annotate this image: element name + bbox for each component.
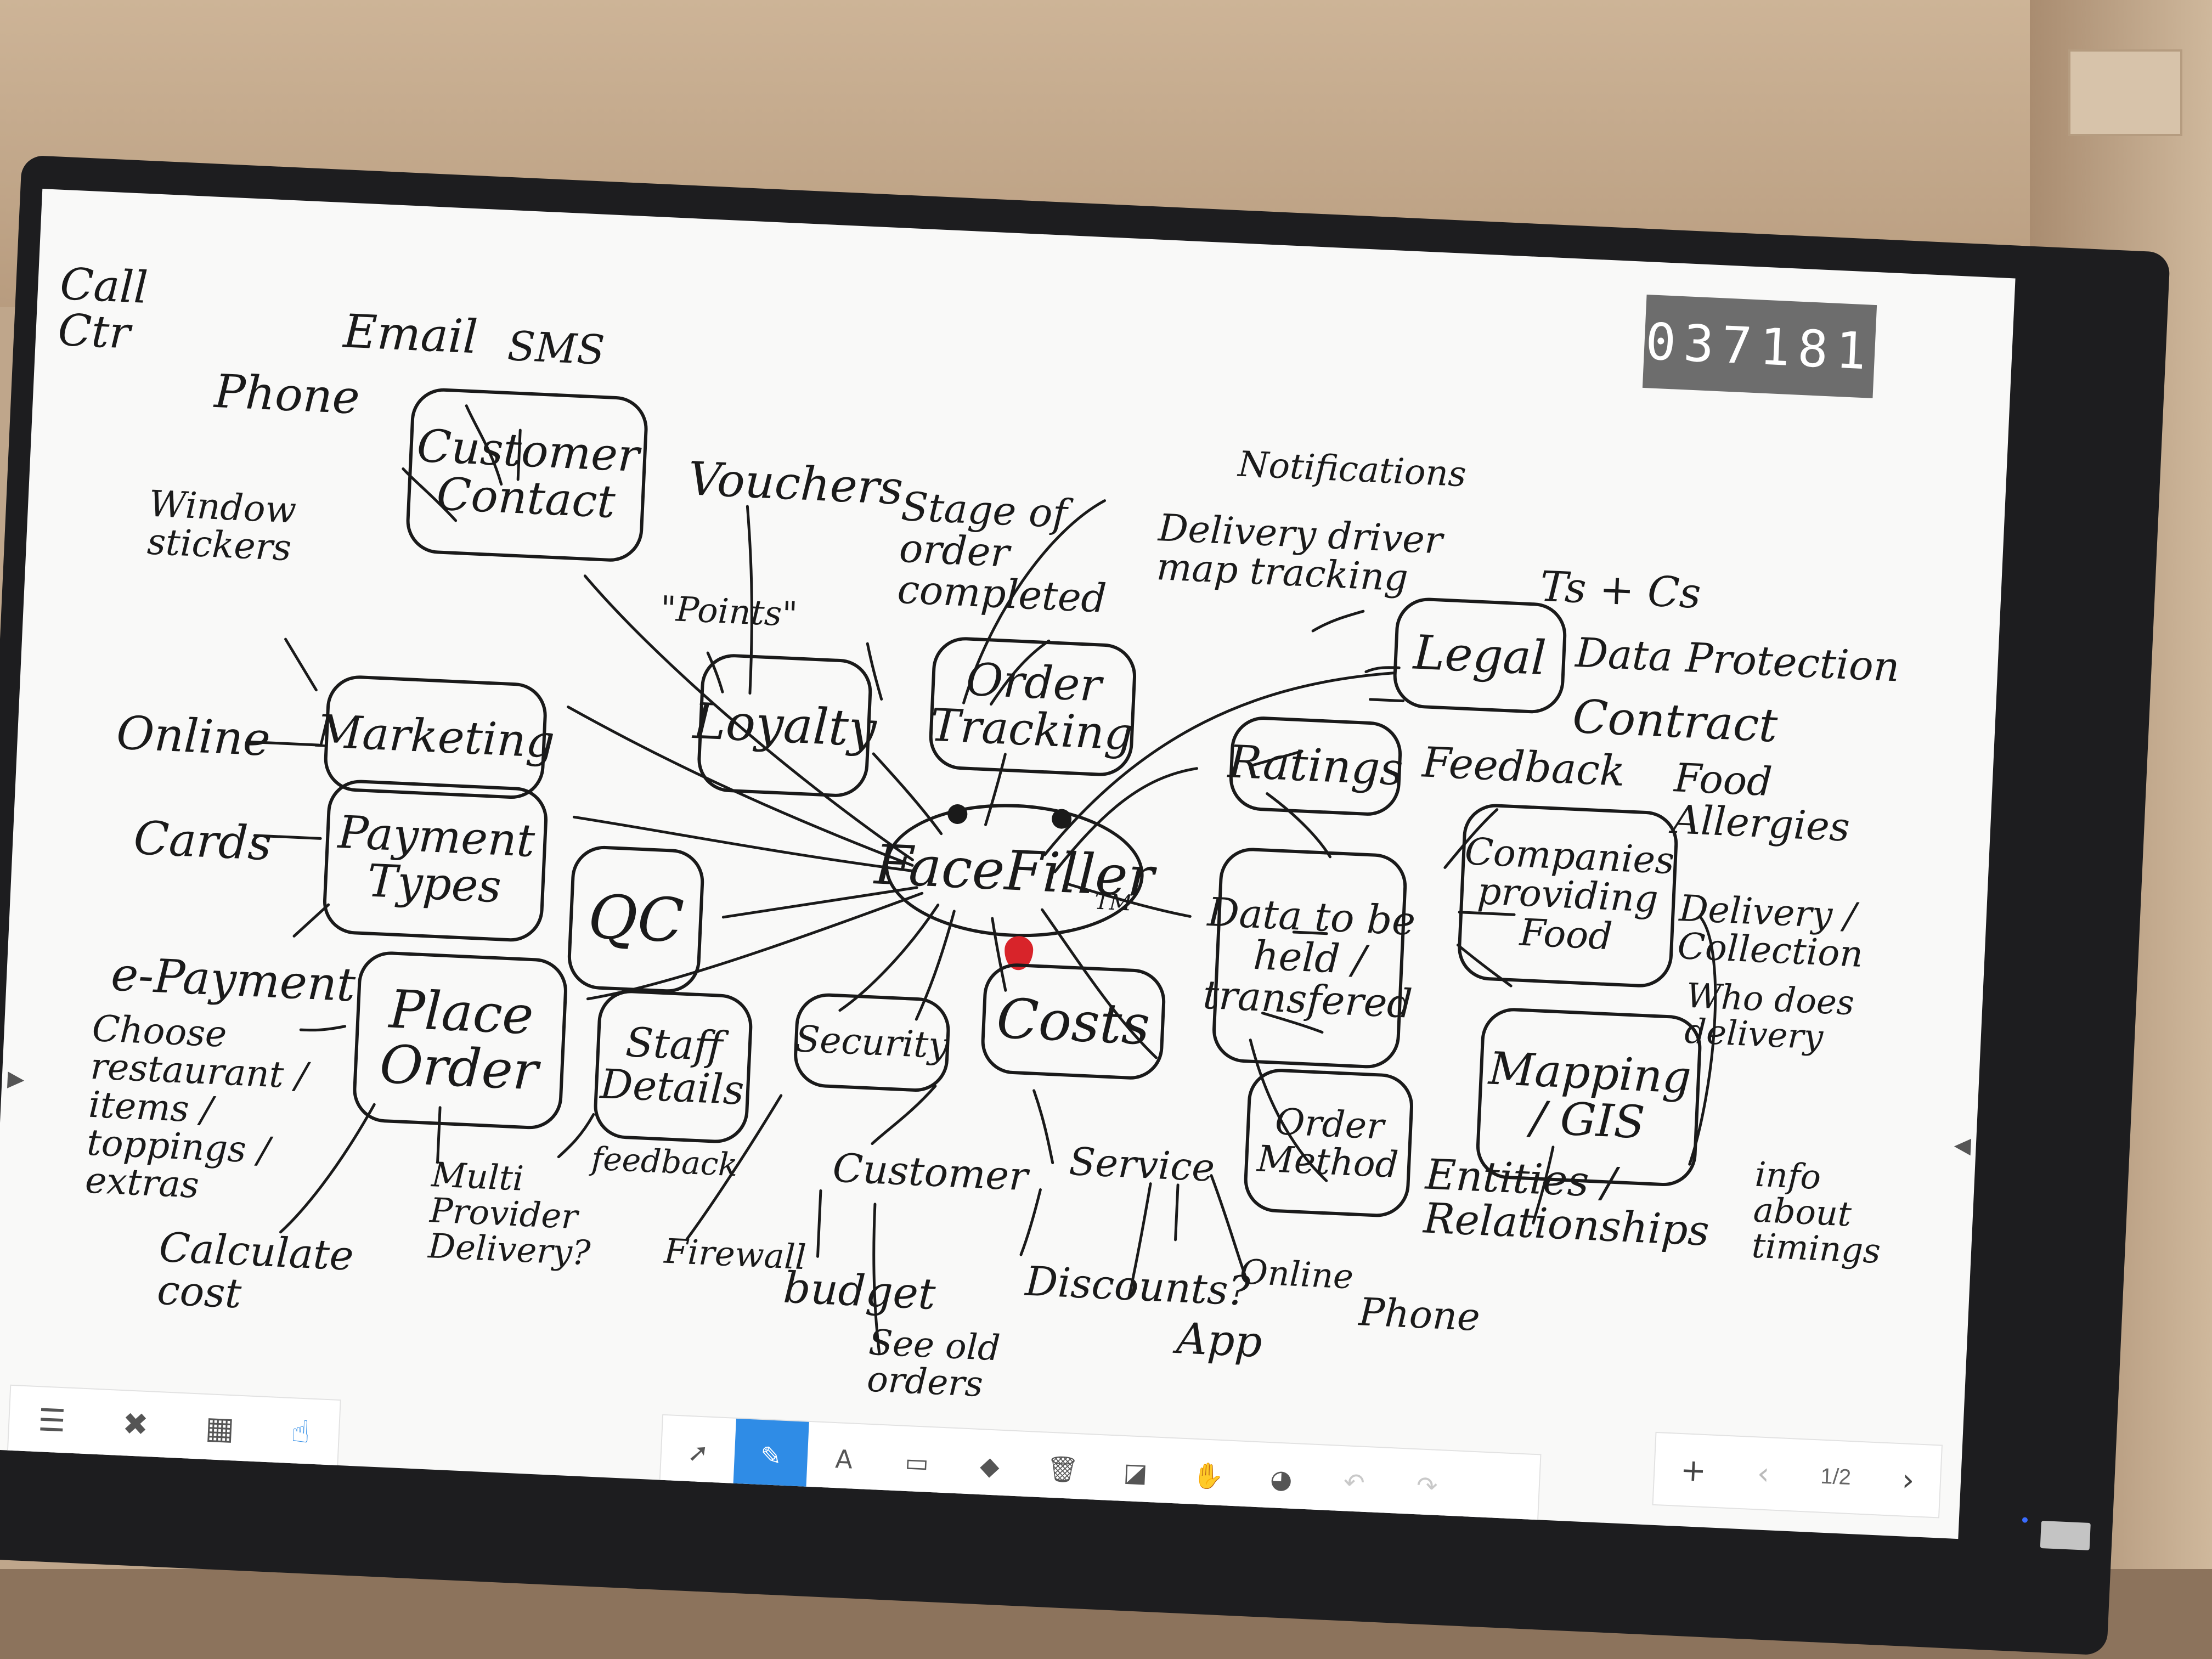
node-qc: QC bbox=[566, 844, 706, 994]
node-order-method: Order Method bbox=[1243, 1067, 1415, 1219]
label-see-old-orders: See old orders bbox=[866, 1322, 1001, 1406]
label-contract: Contract bbox=[1571, 689, 1779, 753]
page-indicator: 1/2 bbox=[1820, 1464, 1852, 1489]
menu-icon[interactable]: ☰ bbox=[37, 1402, 67, 1439]
previous-page-icon[interactable]: ‹ bbox=[1756, 1455, 1770, 1492]
label-staff-feedback: feedback bbox=[590, 1139, 739, 1184]
image-tool-icon[interactable]: ▭ bbox=[904, 1447, 930, 1478]
node-ratings: Ratings bbox=[1227, 715, 1404, 817]
palette-icon[interactable]: ◕ bbox=[1269, 1464, 1293, 1494]
label-ts-cs: Ts + Cs bbox=[1539, 561, 1702, 618]
page-navigator: + ‹ 1/2 › bbox=[1652, 1431, 1943, 1519]
label-order-online: Online bbox=[1239, 1251, 1355, 1297]
undo-icon[interactable]: ↶ bbox=[1342, 1467, 1365, 1498]
next-page-icon[interactable]: › bbox=[1901, 1462, 1915, 1498]
label-app: App bbox=[1175, 1314, 1263, 1368]
label-entities-relationships: Entities / Relationships bbox=[1422, 1149, 1711, 1255]
label-delivery-collection: Delivery / Collection bbox=[1677, 887, 1864, 976]
label-email: Email bbox=[342, 304, 479, 364]
shapes-tool-icon[interactable]: ◪ bbox=[1122, 1457, 1148, 1488]
eraser-tool-icon[interactable]: ◆ bbox=[979, 1451, 1000, 1481]
label-points: "Points" bbox=[659, 588, 799, 635]
delete-icon[interactable]: 🗑 bbox=[1046, 1453, 1080, 1485]
node-security: Security bbox=[792, 992, 952, 1093]
pen-tool-icon[interactable]: ✎ bbox=[733, 1418, 809, 1493]
monitor-badge bbox=[2040, 1520, 2091, 1550]
right-edge-arrow-icon[interactable]: ◀ bbox=[1953, 1132, 1972, 1159]
node-data-held-transfered: Data to be held / transfered bbox=[1202, 846, 1417, 1070]
node-payment-types: Payment Types bbox=[321, 778, 549, 943]
label-window-stickers: Window stickers bbox=[146, 482, 297, 569]
label-discounts: Discounts? bbox=[1024, 1257, 1251, 1316]
label-e-payment: e-Payment bbox=[110, 947, 357, 1012]
qr-code-icon[interactable]: ▦ bbox=[204, 1409, 235, 1447]
node-staff-details: Staff Details bbox=[592, 988, 754, 1145]
monitor-bezel: 037181 FaceFiller TM Customer Contact Ma… bbox=[0, 155, 2171, 1656]
label-call-ctr: Call Ctr bbox=[57, 258, 149, 359]
session-code-display: 037181 bbox=[1642, 295, 1877, 398]
trademark-label: TM bbox=[1094, 889, 1132, 916]
node-legal: Legal bbox=[1392, 596, 1568, 715]
mindmap-connectors bbox=[246, 404, 1717, 1355]
label-calculate-cost: Calculate cost bbox=[156, 1223, 355, 1318]
whiteboard-screen[interactable]: 037181 FaceFiller TM Customer Contact Ma… bbox=[0, 189, 2016, 1539]
label-feedback: Feedback bbox=[1421, 737, 1626, 796]
label-delivery-driver: Delivery driver map tracking bbox=[1155, 506, 1444, 601]
label-order-phone: Phone bbox=[1358, 1289, 1481, 1340]
add-page-icon[interactable]: + bbox=[1679, 1452, 1707, 1489]
left-toolbar: ☰ ✖ ▦ ☝ bbox=[7, 1384, 341, 1468]
label-sms: SMS bbox=[506, 322, 606, 374]
label-budget: budget bbox=[782, 1263, 937, 1320]
node-loyalty: Loyalty bbox=[692, 652, 878, 799]
node-companies-providing-food: Companies providing Food bbox=[1456, 802, 1679, 989]
label-info-timings: info about timings bbox=[1751, 1154, 1882, 1272]
label-cards: Cards bbox=[132, 810, 273, 871]
select-tool-icon[interactable]: ➚ bbox=[687, 1437, 710, 1468]
node-place-order: Place Order bbox=[351, 950, 569, 1131]
label-choose-items: Choose restaurant / items / toppings / e… bbox=[84, 1007, 309, 1207]
label-food-allergies: Food Allergies bbox=[1671, 754, 1851, 850]
text-tool-icon[interactable]: A bbox=[834, 1444, 854, 1475]
label-service: Service bbox=[1068, 1138, 1216, 1190]
touch-icon[interactable]: ☝ bbox=[290, 1413, 311, 1451]
label-customer: Customer bbox=[831, 1144, 1029, 1200]
wall-socket bbox=[2068, 49, 2182, 136]
label-vouchers: Vouchers bbox=[687, 452, 905, 515]
node-costs: Costs bbox=[979, 962, 1167, 1081]
left-edge-arrow-icon[interactable]: ▶ bbox=[7, 1065, 25, 1092]
hand-tool-icon[interactable]: ✋ bbox=[1192, 1460, 1225, 1491]
power-led bbox=[2022, 1517, 2028, 1523]
label-stage-of-order: Stage of order completed bbox=[896, 483, 1108, 622]
label-who-does-delivery: Who does delivery bbox=[1684, 975, 1855, 1058]
close-icon[interactable]: ✖ bbox=[122, 1406, 149, 1443]
node-order-tracking: Order Tracking bbox=[928, 635, 1138, 778]
label-online-marketing: Online bbox=[115, 706, 272, 766]
node-customer-contact: Customer Contact bbox=[404, 387, 650, 563]
label-phone-contact: Phone bbox=[213, 364, 361, 425]
redo-icon[interactable]: ↷ bbox=[1415, 1470, 1438, 1501]
